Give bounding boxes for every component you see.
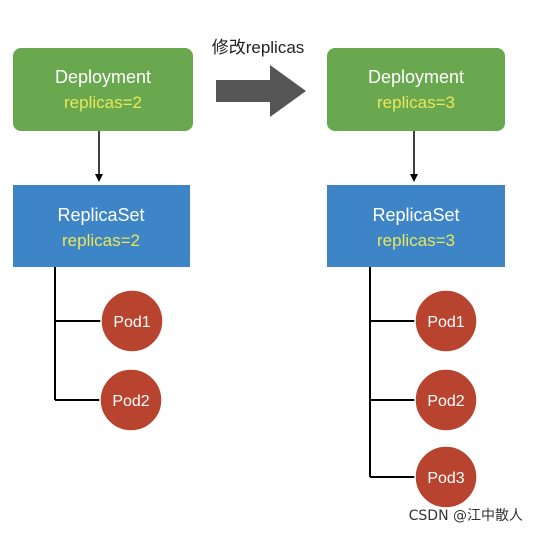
left-pod-1: Pod1 bbox=[100, 289, 164, 353]
right-pod-2: Pod2 bbox=[414, 368, 478, 432]
watermark-text: CSDN @江中散人 bbox=[408, 508, 523, 524]
right-replicaset-box bbox=[327, 185, 505, 267]
left-deployment-title: Deployment bbox=[55, 67, 151, 87]
right-arrow-down bbox=[410, 131, 418, 182]
right-pod-2-label: Pod2 bbox=[427, 393, 464, 410]
right-pod-3: Pod3 bbox=[414, 445, 478, 509]
left-replicaset-replicas: replicas=2 bbox=[62, 231, 140, 250]
right-deployment-title: Deployment bbox=[368, 67, 464, 87]
left-replicaset-title: ReplicaSet bbox=[57, 205, 144, 225]
right-deployment-replicas: replicas=3 bbox=[377, 93, 455, 112]
left-deployment-box bbox=[13, 48, 193, 131]
left-pod-2-label: Pod2 bbox=[112, 393, 149, 410]
right-replicaset-replicas: replicas=3 bbox=[377, 231, 455, 250]
right-pod-3-label: Pod3 bbox=[427, 470, 464, 487]
right-tree-connector bbox=[369, 267, 415, 478]
right-pod-1-label: Pod1 bbox=[427, 314, 464, 331]
right-pod-2-circle bbox=[414, 368, 478, 432]
right-pod-3-circle bbox=[414, 445, 478, 509]
left-pod-2: Pod2 bbox=[99, 368, 163, 432]
transition-caption: 修改replicas bbox=[212, 38, 305, 57]
left-pod-1-label: Pod1 bbox=[113, 314, 150, 331]
right-deployment-box bbox=[327, 48, 505, 131]
left-arrow-down bbox=[95, 131, 103, 182]
transition-arrow bbox=[216, 65, 306, 117]
left-deployment: Deployment replicas=2 bbox=[13, 48, 193, 131]
left-deployment-replicas: replicas=2 bbox=[64, 93, 142, 112]
right-pod-1-circle bbox=[414, 289, 478, 353]
left-replicaset: ReplicaSet replicas=2 bbox=[13, 185, 190, 267]
left-tree-connector bbox=[54, 267, 101, 401]
right-pod-1: Pod1 bbox=[414, 289, 478, 353]
left-replicaset-box bbox=[13, 185, 190, 267]
right-replicaset-title: ReplicaSet bbox=[372, 205, 459, 225]
right-deployment: Deployment replicas=3 bbox=[327, 48, 505, 131]
right-replicaset: ReplicaSet replicas=3 bbox=[327, 185, 505, 267]
left-pod-2-circle bbox=[99, 368, 163, 432]
left-pod-1-circle bbox=[100, 289, 164, 353]
